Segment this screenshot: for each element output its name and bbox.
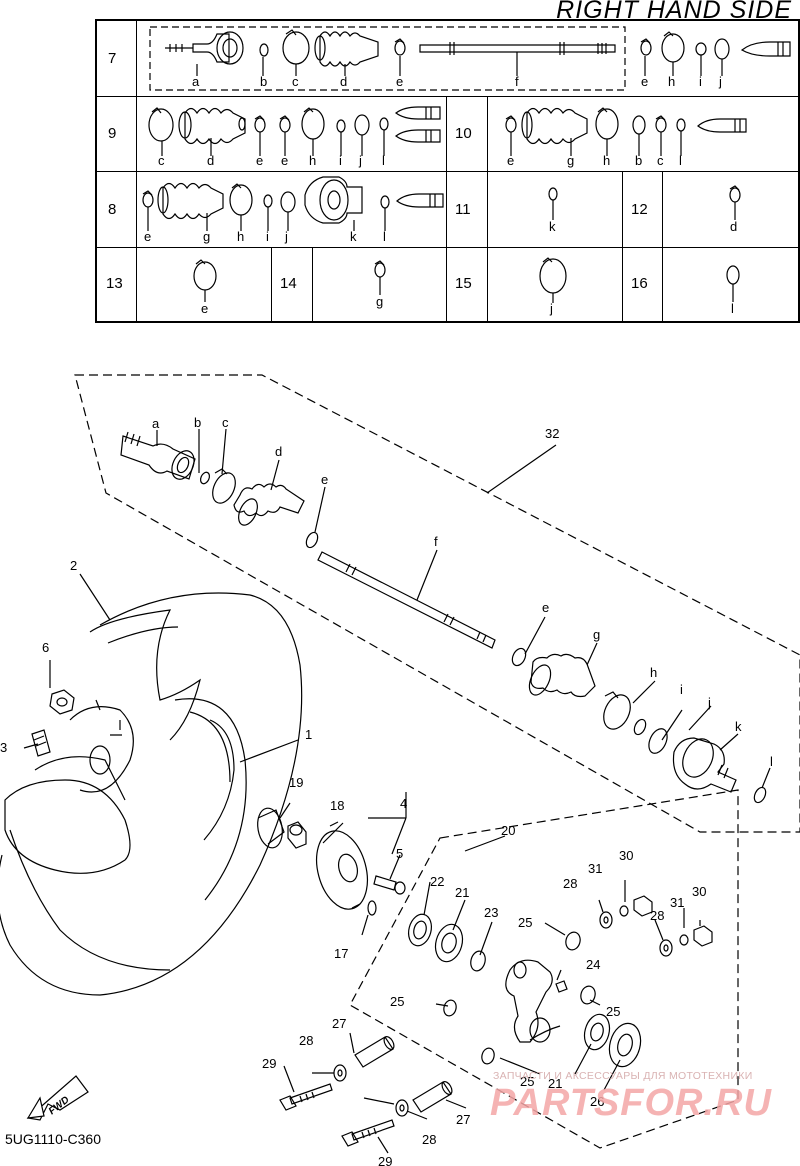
callout-1: 1 [305,727,312,742]
kit-letter-7-f: f [515,74,519,89]
callout-21b: 21 [548,1076,562,1091]
kit-letter-9-l: l [382,153,385,168]
kit-letter-10-c: c [657,153,664,168]
callout-25a: 25 [518,915,532,930]
kit-number-11: 11 [455,201,471,218]
kit-number-9: 9 [108,125,117,142]
callout-29a: 29 [262,1056,276,1071]
kit-letter-8-h: h [237,229,245,244]
kit-letter-7-e: e [396,74,404,89]
kit-letter-9-c: c [158,153,165,168]
kit-number-13: 13 [106,275,123,292]
callout-25c: 25 [606,1004,620,1019]
callout-21: 21 [455,885,469,900]
callout-30a: 30 [619,848,633,863]
callout-b: b [194,415,201,430]
kit-letter-10-h: h [603,153,611,168]
kit-letter-7-i: i [699,74,702,89]
callout-31b: 31 [670,895,684,910]
callout-28a: 28 [563,876,577,891]
kit-letter-14-g: g [376,294,384,309]
callout-3: 3 [0,740,7,755]
callout-h: h [650,665,657,680]
kit-letter-8-e: e [144,229,152,244]
callout-c: c [222,415,229,430]
callout-j: j [707,695,711,710]
callout-31a: 31 [588,861,602,876]
kit-number-8: 8 [108,201,117,218]
watermark-logo: PARTSFOR.RU [490,1082,772,1124]
kit-letter-8-i: i [266,229,269,244]
callout-6: 6 [42,640,49,655]
callout-23: 23 [484,905,498,920]
kit-letter-8-g: g [203,229,211,244]
kit-number-7: 7 [108,50,117,67]
watermark-subtext: ЗАПЧАСТИ И АКСЕССУАРЫ ДЛЯ МОТОТЕХНИКИ [493,1070,753,1082]
kit-letter-7-b: b [260,74,268,89]
callout-24: 24 [586,957,600,972]
callout-a: a [152,416,160,431]
callout-4: 4 [400,796,407,811]
callout-28d: 28 [422,1132,436,1147]
kit-letter-8-j: j [285,229,288,244]
callout-28b: 28 [650,908,664,923]
kit-letter-7-e2: e [641,74,649,89]
callout-f: f [434,534,438,549]
callout-29b: 29 [378,1154,392,1166]
kit-letter-13-e: e [201,301,209,316]
kit-letter-8-k: k [350,229,357,244]
kit-letter-7-c: c [292,74,299,89]
kit-number-15: 15 [455,275,472,292]
kit-letter-10-l: l [679,153,682,168]
callout-28c: 28 [299,1033,313,1048]
callout-g: g [593,627,600,642]
callout-22: 22 [430,874,444,889]
callout-30b: 30 [692,884,706,899]
kit-letter-15-j: j [550,301,553,316]
callout-d: d [275,444,282,459]
callout-27b: 27 [456,1112,470,1127]
diagram-code: 5UG1110-C360 [5,1131,101,1147]
callout-32: 32 [545,426,559,441]
callout-19: 19 [289,775,303,790]
callout-25d: 25 [520,1074,534,1089]
kit-letter-7-h: h [668,74,676,89]
kit-letter-9-h: h [309,153,317,168]
kit-letter-10-g: g [567,153,575,168]
callout-i: i [680,682,683,697]
kit-letter-16-l: l [731,301,734,316]
callout-20: 20 [501,823,515,838]
kit-letter-7-d: d [340,74,348,89]
kit-number-12: 12 [631,201,648,218]
callout-25b: 25 [390,994,404,1009]
kit-letter-9-j: j [359,153,362,168]
callout-17: 17 [334,946,348,961]
callout-e: e [321,472,328,487]
kit-letter-9-e: e [256,153,264,168]
kit-letter-7-j: j [719,74,722,89]
callout-5: 5 [396,846,403,861]
callout-18: 18 [330,798,344,813]
callout-2: 2 [70,558,77,573]
kit-number-16: 16 [631,275,648,292]
kit-number-14: 14 [280,275,297,292]
callout-l: l [770,754,773,769]
kit-letter-11-k: k [549,219,556,234]
kit-number-10: 10 [455,125,472,142]
kit-letter-10-e: e [507,153,515,168]
kit-letter-12-d: d [730,219,738,234]
kit-table-drawings [142,26,791,303]
callout-27a: 27 [332,1016,346,1031]
kit-letter-7-a: a [192,74,200,89]
callout-e2: e [542,600,549,615]
kit-letter-10-b: b [635,153,643,168]
kit-letter-9-i: i [339,153,342,168]
callout-k: k [735,719,742,734]
kit-letter-8-l: l [383,229,386,244]
callout-26: 26 [590,1094,604,1109]
kit-letter-9-e2: e [281,153,289,168]
kit-letter-9-d: d [207,153,215,168]
